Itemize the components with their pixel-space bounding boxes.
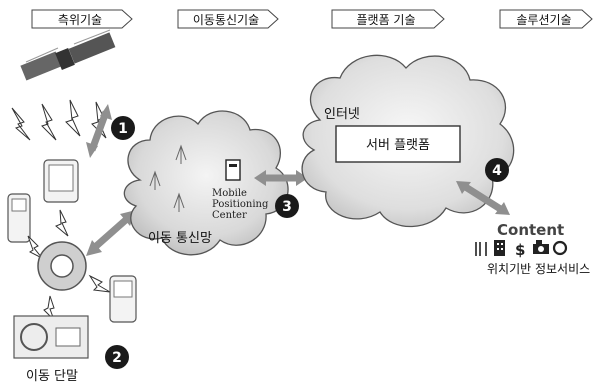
ring-icon — [552, 240, 568, 256]
stage-arrow-mobile-comm: 이동통신기술 — [177, 9, 279, 29]
signal-bolt-icon — [41, 103, 57, 141]
car-navigation-icon — [13, 315, 89, 359]
signal-bolt-icon — [55, 209, 69, 237]
fork-knife-icon — [475, 242, 487, 256]
handheld-device-icon — [109, 275, 137, 323]
arrow-step-1 — [86, 104, 112, 158]
mpc-label-line1: Mobile — [212, 188, 247, 199]
stage-label-platform: 플랫폼 기술 — [356, 13, 415, 27]
stage-arrow-platform: 플랫폼 기술 — [331, 9, 445, 29]
svg-text:4: 4 — [492, 163, 502, 179]
server-platform-box: 서버 플랫폼 — [335, 125, 461, 163]
arrow-step-4 — [456, 181, 510, 215]
internet-label: 인터넷 — [324, 107, 360, 122]
server-platform-label: 서버 플랫폼 — [366, 138, 430, 153]
svg-text:3: 3 — [282, 199, 292, 215]
mpc-label-line3: Center — [212, 210, 247, 221]
dollar-icon: $ — [515, 241, 525, 259]
services-label: 위치기반 정보서비스 — [487, 262, 590, 276]
terminal-label: 이동 단말 — [26, 369, 78, 383]
antenna-icon — [149, 170, 161, 190]
arrow-step-3 — [254, 170, 308, 186]
mpc-label-line2: Positioning — [212, 199, 269, 210]
stage-arrow-positioning: 측위기술 — [31, 9, 133, 29]
network-ring-icon — [37, 241, 87, 291]
antenna-icon — [175, 144, 187, 164]
arrow-terminal-network — [86, 210, 136, 256]
step-badge-2: 2 — [105, 345, 129, 369]
antenna-icon — [173, 192, 185, 212]
building-icon — [494, 240, 505, 256]
pda-device-icon — [43, 159, 79, 203]
mpc-server-icon — [225, 159, 241, 181]
stage-label-positioning: 측위기술 — [58, 13, 102, 27]
signal-bolt-icon — [65, 99, 81, 137]
stage-label-solution: 솔루션기술 — [516, 13, 571, 27]
signal-bolt-icon — [11, 107, 31, 141]
content-title: Content — [497, 221, 564, 239]
stage-label-mobile-comm: 이동통신기술 — [193, 13, 259, 27]
svg-text:$: $ — [515, 241, 525, 259]
step-badge-3: 3 — [275, 194, 299, 218]
step-badge-1: 1 — [111, 116, 135, 140]
phone-device-icon — [7, 193, 31, 243]
step-badge-4: 4 — [485, 158, 509, 182]
svg-text:1: 1 — [118, 121, 128, 137]
svg-text:2: 2 — [112, 350, 122, 366]
stage-arrow-solution: 솔루션기술 — [499, 9, 593, 29]
signal-bolt-icon — [88, 274, 111, 293]
signal-bolt-icon — [27, 235, 43, 259]
satellite-icon — [20, 29, 116, 81]
camera-icon — [533, 240, 549, 254]
mobile-network-label: 이동 통신망 — [148, 231, 212, 246]
